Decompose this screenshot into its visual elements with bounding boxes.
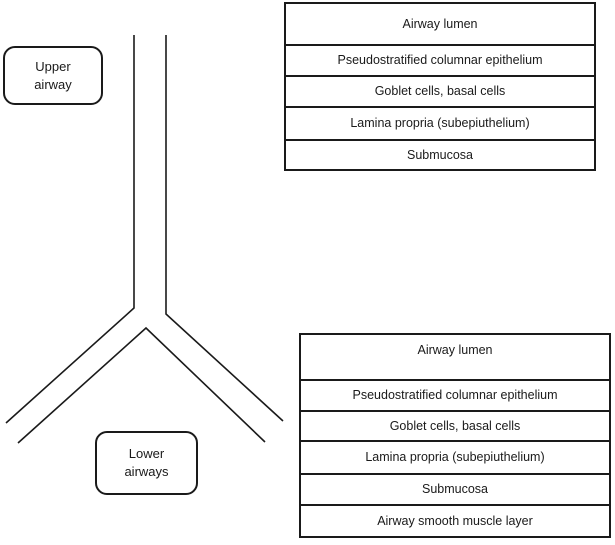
trachea-left-wall-line (5, 35, 135, 424)
table-row-airway-lumen: Airway lumen (301, 335, 609, 381)
upper-airway-label-box: Upper airway (3, 46, 103, 105)
table-row-smooth-muscle: Airway smooth muscle layer (377, 513, 533, 528)
table-row-airway-lumen: Airway lumen (286, 4, 594, 46)
lower-airways-label-line2: airways (124, 464, 169, 479)
table-row-lamina-propria: Lamina propria (subepiuthelium) (301, 442, 609, 475)
table-row-goblet-basal-cells: Goblet cells, basal cells (286, 77, 594, 108)
lower-airways-label-line1: Lower (128, 446, 165, 461)
upper-airway-label-line2: airway (34, 76, 72, 92)
table-row-epithelium: Pseudostratified columnar epithelium (301, 381, 609, 412)
table-row-submucosa: Submucosa (301, 475, 609, 506)
lower-airways-label-box: Lower airways (95, 431, 198, 495)
table-row-goblet-basal-cells: Goblet cells, basal cells (301, 412, 609, 442)
table-row-lamina-propria: Lamina propria (subepiuthelium) (286, 108, 594, 141)
lower-airways-layers-table: Airway lumen Pseudostratified columnar e… (299, 333, 611, 538)
upper-airway-layers-table: Airway lumen Pseudostratified columnar e… (284, 2, 596, 171)
upper-airway-label-line1: Upper (35, 58, 71, 74)
bronchi-carina-inner-line (17, 326, 266, 444)
trachea-right-wall-line (165, 35, 284, 422)
table-row-epithelium: Pseudostratified columnar epithelium (286, 46, 594, 77)
table-row-submucosa: Submucosa (406, 147, 473, 162)
